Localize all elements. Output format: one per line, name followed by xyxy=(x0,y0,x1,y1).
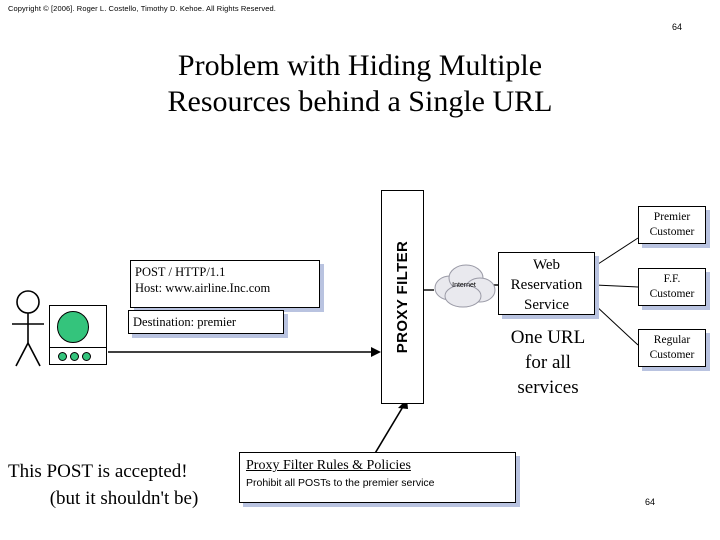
post-request-line: POST / HTTP/1.1 xyxy=(135,265,226,279)
one-url-line-2: for all xyxy=(525,352,571,373)
slide-number-bottom: 64 xyxy=(645,497,656,507)
web-service-line-2: Reservation xyxy=(510,277,583,293)
internet-cloud: Internet xyxy=(430,258,498,314)
premier-customer-line-2: Customer xyxy=(649,226,695,238)
regular-customer-line-2: Customer xyxy=(649,349,695,361)
premier-customer-box: Premier Customer xyxy=(638,206,706,244)
accepted-line-2: (but it shouldn't be) xyxy=(49,488,199,509)
screen-indicator xyxy=(57,311,89,343)
title-line-2: Resources behind a Single URL xyxy=(167,85,553,118)
post-host-header: Host: www.airline.Inc.com xyxy=(135,281,271,295)
one-url-caption: One URL for all services xyxy=(488,325,608,400)
led-indicator-1 xyxy=(58,352,67,361)
premier-customer-line-1: Premier xyxy=(653,211,691,223)
regular-customer-line-1: Regular xyxy=(653,334,691,346)
led-indicator-3 xyxy=(82,352,91,361)
web-service-line-3: Service xyxy=(524,297,569,313)
web-reservation-service-box: Web Reservation Service xyxy=(498,252,595,315)
ff-customer-line-2: Customer xyxy=(649,288,695,300)
slide-number-top: 64 xyxy=(672,22,683,32)
copyright-notice: Copyright © [2006]. Roger L. Costello, T… xyxy=(8,4,276,13)
accepted-line-1: This POST is accepted! xyxy=(8,461,188,482)
page-title: Problem with Hiding Multiple Resources b… xyxy=(0,48,720,120)
one-url-line-1: One URL xyxy=(510,327,586,348)
post-message-box: POST / HTTP/1.1 Host: www.airline.Inc.co… xyxy=(130,260,320,308)
proxy-rules-title: Proxy Filter Rules & Policies xyxy=(246,458,411,473)
proxy-rules-text: Prohibit all POSTs to the premier servic… xyxy=(246,477,435,489)
accepted-caption: This POST is accepted! (but it shouldn't… xyxy=(6,458,242,512)
regular-customer-box: Regular Customer xyxy=(638,329,706,367)
proxy-filter-label: PROXY FILTER xyxy=(394,240,411,354)
user-stick-figure xyxy=(12,290,44,367)
computer-monitor xyxy=(49,305,107,349)
title-line-1: Problem with Hiding Multiple xyxy=(177,49,543,82)
one-url-line-3: services xyxy=(517,377,579,398)
ff-customer-line-1: F.F. xyxy=(663,273,681,285)
internet-cloud-label: Internet xyxy=(452,282,476,289)
led-indicator-2 xyxy=(70,352,79,361)
destination-box: Destination: premier xyxy=(128,310,284,334)
web-service-line-1: Web xyxy=(532,257,561,273)
proxy-filter-bar: PROXY FILTER xyxy=(381,190,424,404)
proxy-rules-box: Proxy Filter Rules & Policies Prohibit a… xyxy=(239,452,516,503)
client-computer xyxy=(49,305,107,367)
ff-customer-box: F.F. Customer xyxy=(638,268,706,306)
